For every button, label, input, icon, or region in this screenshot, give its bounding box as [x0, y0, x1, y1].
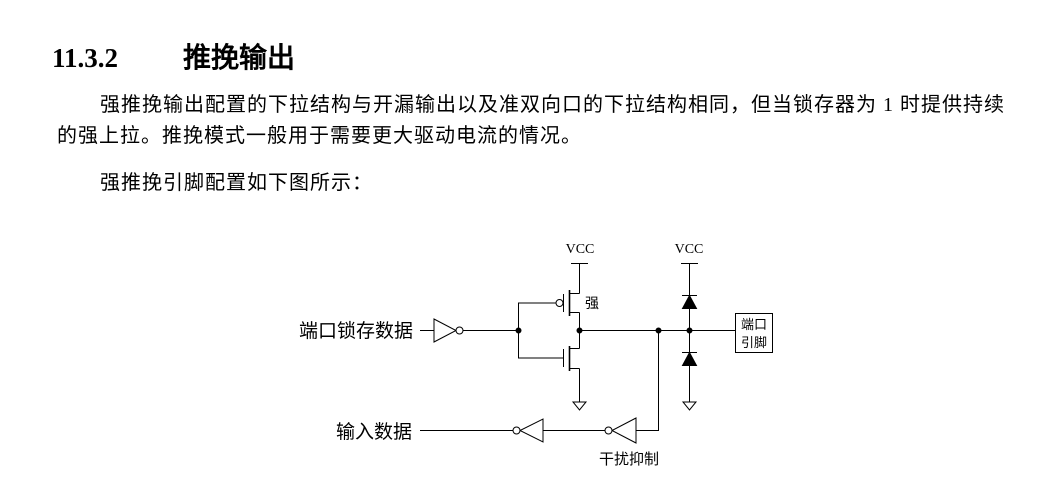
ground-symbol-left	[571, 401, 588, 411]
figure-intro-text: 强推挽引脚配置如下图所示：	[100, 172, 373, 194]
output-node	[576, 327, 735, 334]
pin-box-label-line2: 引脚	[741, 335, 767, 350]
strong-pullup-label: 强	[585, 297, 599, 312]
noise-suppression-label: 干扰抑制	[599, 451, 659, 468]
pmos-gate-wire	[518, 302, 556, 331]
input-inverter-bubble	[512, 426, 521, 435]
lower-diode-triangle	[681, 351, 698, 366]
noise-suppression-bubble	[604, 426, 613, 435]
latch-inverter-bubble	[455, 326, 464, 335]
port-pin-box: 端口 引脚	[735, 313, 773, 353]
paragraph-line: 强推挽输出配置的下拉结构与开漏输出以及准双向口的下拉结构相同，但当锁存器为 1 …	[100, 94, 1005, 116]
input-inverter-triangle	[518, 418, 544, 443]
protection-diodes: VCC	[675, 242, 704, 411]
pmos-transistor	[555, 290, 580, 331]
input-tap-wire	[636, 330, 659, 431]
noise-suppression-triangle	[610, 417, 637, 444]
vcc-supply-left: VCC	[566, 242, 595, 294]
output-junction-dot	[576, 327, 583, 334]
input-data-path: 输入数据 干扰抑制	[336, 330, 659, 468]
vcc-label-left: VCC	[566, 242, 595, 257]
latch-inverter-triangle	[433, 318, 458, 343]
nmos-transistor	[563, 330, 588, 411]
push-pull-circuit-diagram: VCC 强 端口锁存数据	[299, 242, 773, 468]
vcc-label-right: VCC	[675, 242, 704, 257]
ground-symbol-right	[681, 401, 698, 411]
section-number: 11.3.2	[52, 43, 119, 73]
input-data-label: 输入数据	[336, 421, 412, 443]
pmos-gate-bubble	[555, 299, 564, 307]
nmos-gate-wire	[518, 330, 564, 359]
latch-data-label: 端口锁存数据	[299, 320, 413, 342]
section-title: 推挽输出	[183, 41, 296, 74]
pin-box-label-line1: 端口	[741, 317, 767, 332]
pin-box-outline	[735, 313, 773, 353]
upper-diode-triangle	[681, 294, 698, 309]
paragraph-line: 的强上拉。推挽模式一般用于需要更大驱动电流的情况。	[57, 125, 582, 147]
latch-data-input: 端口锁存数据	[299, 302, 564, 359]
